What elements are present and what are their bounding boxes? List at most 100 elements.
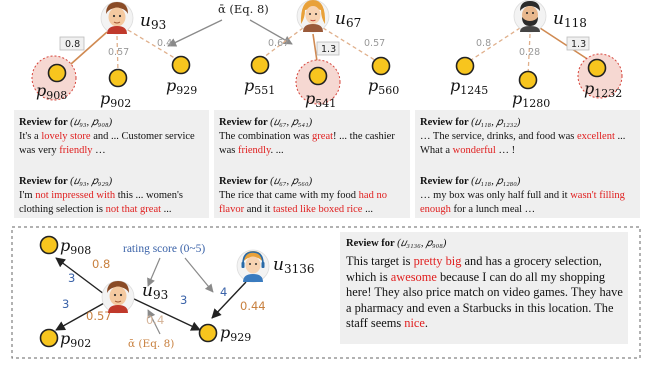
place-label-p551: 𝑝551 xyxy=(244,76,275,97)
review-u3136-p908-panel: Review for (𝑢₃₁₃₆, 𝑝₉₀₈) This target is … xyxy=(340,232,628,344)
big-review-text-segment: because I can do all my shopping here! T… xyxy=(346,269,623,331)
edge-label-box-u118-p1232 xyxy=(566,36,590,51)
place-node-p551 xyxy=(250,55,270,75)
review-text-segment: this ... women's clothing selection is xyxy=(19,190,183,215)
place-label-b-p929: 𝑝929 xyxy=(220,323,251,344)
review-panel-left xyxy=(14,110,209,218)
review-title: Review for (𝑢₁₁₈, 𝑝₁₂₈₀) xyxy=(420,175,638,189)
big-review-text-segment: . xyxy=(424,316,429,330)
review-text-segment: for a lunch meal … xyxy=(450,204,536,215)
place-node-p541 xyxy=(308,66,328,86)
bottom-dashed-frame xyxy=(11,226,641,359)
edge-u93-p929 xyxy=(127,29,179,61)
place-node-b-p929 xyxy=(198,323,218,343)
review-u118-p1280: Review for (𝑢₁₁₈, 𝑝₁₂₈₀)… my box was onl… xyxy=(420,175,638,217)
review-title-text: Review for xyxy=(19,117,71,128)
user-label-b-u3136: 𝑢3136 xyxy=(273,255,315,276)
review-panel-mid xyxy=(214,110,410,218)
place-label-p541: 𝑝541 xyxy=(305,89,336,110)
review-text-segment: lovely store xyxy=(41,131,91,142)
review-text-segment: … xyxy=(92,145,106,156)
review-text-segment: wonderful xyxy=(452,145,496,156)
review-title-text: Review for xyxy=(19,176,71,187)
review-title: Review for (𝑢₁₁₈, 𝑝₁₂₃₂) xyxy=(420,116,638,130)
big-review-text-segment: pretty big xyxy=(413,254,462,268)
review-text-segment: wasn't filling enough xyxy=(420,190,625,215)
edge-label-u67-p560: 0.57 xyxy=(364,38,385,49)
review-title-text: Review for xyxy=(420,117,472,128)
rating-arrow-2 xyxy=(184,257,214,293)
rating-arrow-1 xyxy=(147,257,161,287)
edge-label-u93-p929: 0.4 xyxy=(157,38,172,49)
edge-b-u3136-p929 xyxy=(211,281,247,319)
edge-label-u67-p551: 0.67 xyxy=(268,38,289,49)
place-label-p1280: 𝑝1280 xyxy=(512,89,550,110)
review-body: … The service, drinks, and food was exce… xyxy=(420,130,638,158)
review-text-segment: had no flavor xyxy=(219,190,387,215)
place-node-b-p902 xyxy=(39,328,59,348)
user-avatar-u93 xyxy=(100,1,134,35)
review-text-segment: great xyxy=(312,131,334,142)
edge-u118-p1245 xyxy=(467,27,521,63)
review-text-segment: not that great xyxy=(105,204,162,215)
review-panel-right xyxy=(415,110,640,218)
edge-label-u118-p1232: 1.3 xyxy=(571,39,586,50)
review-u3136-p908-body: This target is pretty big and has a groc… xyxy=(346,254,626,332)
review-text-segment: ... xyxy=(161,204,172,215)
place-label-p929: 𝑝929 xyxy=(166,76,197,97)
place-node-p1280 xyxy=(518,70,538,90)
rating-b-908: 3 xyxy=(68,271,75,285)
alpha-arrow-to-u93-edge xyxy=(167,19,223,47)
review-pair: (𝑢₉₃, 𝑝₉₂₉) xyxy=(70,176,113,187)
alpha-label-top: ᾱ (Eq. 8) xyxy=(218,2,269,16)
place-node-b-p908 xyxy=(39,235,59,255)
rating-score-label: rating score (0~5) xyxy=(123,243,205,255)
place-label-p908: 𝑝908 xyxy=(36,81,67,102)
user-avatar-u67 xyxy=(296,0,330,33)
review-text-segment: tasted like boxed rice xyxy=(272,204,363,215)
edge-label-u118-p1245: 0.8 xyxy=(476,38,491,49)
review-pair: (𝑢₆₇, 𝑝₅₄₁) xyxy=(270,117,313,128)
review-text-segment: not impressed with xyxy=(35,190,116,201)
user-avatar-u118 xyxy=(513,0,547,33)
review-pair: (𝑢₉₃, 𝑝₉₀₈) xyxy=(70,117,113,128)
place-node-p1245 xyxy=(455,56,475,76)
review-text-segment: friendly xyxy=(59,145,93,156)
review-body: The rice that came with my food had no f… xyxy=(219,189,409,217)
review-u3136-p908-title: Review for (𝑢₃₁₃₆, 𝑝₉₀₈) xyxy=(346,238,447,249)
review-text-segment: The combination was xyxy=(219,131,313,142)
place-label-p1232: 𝑝1232 xyxy=(584,79,622,100)
alpha-arrow-to-u67-edge xyxy=(249,19,293,45)
rating-b-929-u3136: 4 xyxy=(220,285,227,299)
review-body: The combination was great! ... the cashi… xyxy=(219,130,407,158)
review-pair: (𝑢₁₁₈, 𝑝₁₂₃₂) xyxy=(471,117,521,128)
alpha-label-bottom: ᾱ (Eq. 8) xyxy=(128,338,174,350)
edge-b-u93-p908 xyxy=(55,257,105,295)
review-title: Review for (𝑢₆₇, 𝑝₅₄₁) xyxy=(219,116,407,130)
review-text-segment: ... xyxy=(362,204,373,215)
review-text-segment: . ... xyxy=(270,145,284,156)
user-label-b-u93: 𝑢93 xyxy=(142,281,168,302)
review-body: It's a lovely store and ... Customer ser… xyxy=(19,130,205,158)
edge-u118-p1280 xyxy=(527,33,531,77)
weight-b-929-u93: 0.4 xyxy=(146,313,164,327)
big-review-text-segment: nice xyxy=(404,316,425,330)
review-pair: (𝑢₆₇, 𝑝₅₆₀) xyxy=(270,176,313,187)
alpha-arrow-bottom xyxy=(147,309,161,335)
review-text-segment: friendly xyxy=(237,145,271,156)
review-text-segment: and it xyxy=(244,204,273,215)
review-title-text: Review for xyxy=(420,176,472,187)
place-node-p1232 xyxy=(587,58,607,78)
big-review-text-segment: This target is xyxy=(346,254,414,268)
weight-b-908: 0.8 xyxy=(92,257,110,271)
user-label-u93: 𝑢93 xyxy=(140,11,166,32)
weight-b-929-u3136: 0.44 xyxy=(240,299,266,313)
review-text-segment: … ! xyxy=(495,145,516,156)
place-label-p902: 𝑝902 xyxy=(100,89,131,110)
review-text-segment: I'm xyxy=(19,190,36,201)
review-text-segment: It's a xyxy=(19,131,42,142)
place-node-p902 xyxy=(108,68,128,88)
rating-b-902: 3 xyxy=(62,297,69,311)
weight-b-902: 0.57 xyxy=(86,309,112,323)
